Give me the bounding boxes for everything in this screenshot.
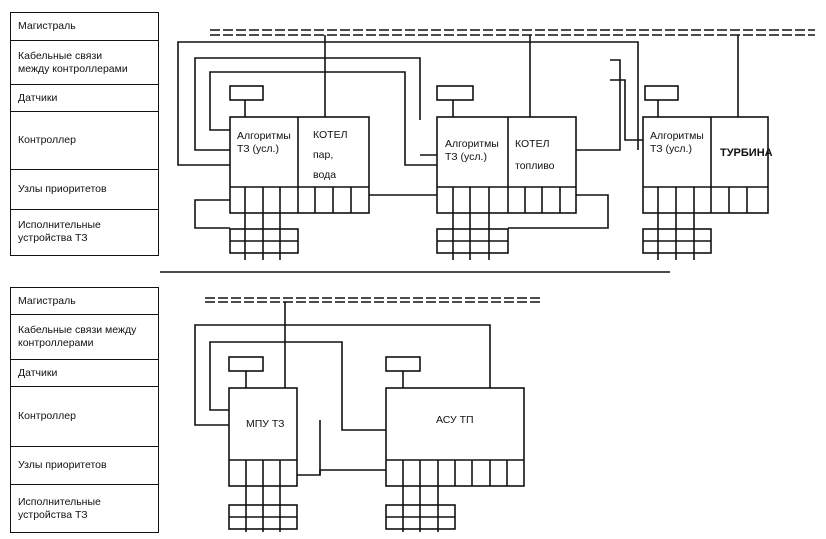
unit-3-label: ТУРБИНА — [720, 147, 773, 159]
legend-row-sensors: Датчики — [11, 360, 158, 387]
legend-row-actuators: Исполнительные устройства ТЗ — [18, 219, 101, 244]
legend-row-magistral: Магистраль — [11, 13, 158, 41]
controller-box — [436, 116, 577, 214]
legend-row-cables: Кабельные связи между контроллерами — [11, 315, 158, 360]
legend-row-controller: Контроллер — [11, 387, 158, 447]
unit-1-label: КОТЕЛ пар, вода — [313, 129, 348, 181]
sensor-box — [228, 356, 264, 372]
sensor-box — [385, 356, 421, 372]
legend-row-magistral: Магистраль — [11, 288, 158, 315]
unit-2-algorithms: Алгоритмы ТЗ (усл.) — [445, 138, 499, 163]
legend-row-priority: Узлы приоритетов — [11, 447, 158, 485]
unit-asu-label: АСУ ТП — [436, 414, 474, 426]
legend-row-priority: Узлы приоритетов — [11, 170, 158, 210]
legend-bottom: Магистраль Кабельные связи между контрол… — [10, 287, 159, 533]
legend-row-actuators: Исполнительные устройства ТЗ — [18, 495, 101, 521]
legend-row-controller: Контроллер — [11, 112, 158, 170]
unit-3-algorithms: Алгоритмы ТЗ (усл.) — [650, 130, 704, 155]
unit-1-algorithms: Алгоритмы ТЗ (усл.) — [237, 130, 291, 155]
legend-top: Магистраль Кабельные связи между контрол… — [10, 12, 159, 256]
sensor-box — [436, 85, 474, 101]
controller-box — [642, 116, 769, 214]
legend-row-sensors: Датчики — [11, 85, 158, 112]
sensor-box — [644, 85, 679, 101]
unit-mpu-label: МПУ ТЗ — [246, 418, 285, 430]
sensor-box — [229, 85, 264, 101]
unit-2-label: КОТЕЛ топливо — [515, 138, 555, 172]
legend-row-cables: Кабельные связи между контроллерами — [11, 41, 158, 85]
